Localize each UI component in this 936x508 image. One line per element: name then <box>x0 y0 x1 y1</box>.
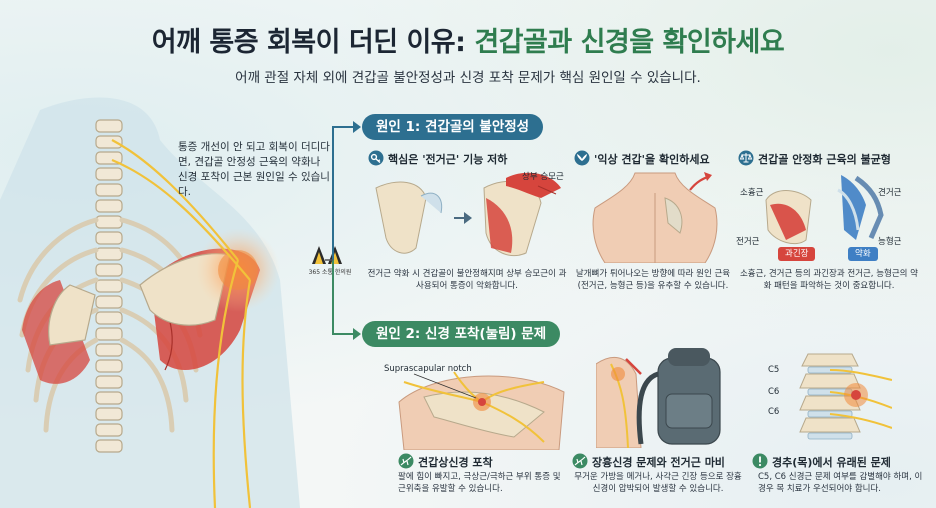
cause2-header: 원인 2: 신경 포착(눌림) 문제 <box>362 321 561 347</box>
key-icon <box>368 150 384 166</box>
balance-scale-icon <box>738 150 754 166</box>
cause2-panel2-title: 장흉신경 문제와 전거근 마비 <box>572 453 725 470</box>
rhomboid-label: 능형근 <box>878 237 902 247</box>
page-title: 어깨 통증 회복이 더딘 이유: 견갑골과 신경을 확인하세요 <box>151 27 785 58</box>
c6-label-lower: C6 <box>768 407 780 417</box>
levator-scapulae-label: 견거근 <box>878 188 902 198</box>
backpack-nerve-illustration <box>596 348 721 448</box>
c5-label: C5 <box>768 365 780 375</box>
back-skeleton-illustration <box>0 97 300 508</box>
overactive-badge: 과긴장 <box>778 247 816 261</box>
serratus-anterior-illustration <box>375 172 561 257</box>
page-subtitle: 어깨 관절 자체 외에 견갑골 불안정성과 신경 포착 문제가 핵심 원인일 수… <box>235 70 701 86</box>
neck-warning-icon <box>752 453 768 469</box>
weak-badge: 약화 <box>848 247 878 261</box>
cause2-panel3-caption: C5, C6 신경근 문제 여부를 감별해야 하며, 이 경우 목 치료가 우선… <box>758 472 923 494</box>
branch-connector <box>325 121 361 340</box>
clinic-logo-text: 365 소통 한의원 <box>308 269 352 276</box>
cause2-panel2-caption: 무거운 가방을 메거나, 사각근 긴장 등으로 장흉신경이 압박되어 발생할 수… <box>574 472 742 494</box>
cause2-panel3-title: 경추(목)에서 유래된 문제 <box>752 453 891 470</box>
pectoralis-minor-label: 소흉근 <box>740 188 764 198</box>
cause1-panel2-title: '익상 견갑'을 확인하세요 <box>574 150 710 167</box>
cause1-panel2-caption: 날개뼈가 튀어나오는 방향에 따라 원인 근육(전거근, 능형근 등)을 유추할… <box>575 269 731 291</box>
c6-label-upper: C6 <box>768 387 780 397</box>
suprascapular-notch-label: Suprascapular notch <box>384 364 472 374</box>
nerve-icon <box>398 453 414 469</box>
cause1-panel1-title: 핵심은 '전거근' 기능 저하 <box>368 150 507 167</box>
upper-trapezius-label: 상부 승모근 <box>522 172 564 182</box>
cause1-panel1-caption: 전거근 약화 시 견갑골이 불안정해지며 상부 승모근이 과사용되어 통증이 악… <box>367 269 567 291</box>
serratus-anterior-label: 전거근 <box>736 237 760 247</box>
winged-scapula-illustration <box>592 172 718 263</box>
suprascapular-nerve-illustration <box>398 371 565 450</box>
nerve-icon <box>572 453 588 469</box>
intro-note: 통증 개선이 안 되고 회복이 더디다면, 견갑골 안정성 근육의 약화나 신경… <box>178 141 330 198</box>
cause1-header: 원인 1: 견갑골의 불안정성 <box>362 114 544 140</box>
cervical-spine-illustration <box>799 353 892 440</box>
wings-icon <box>574 150 590 166</box>
muscle-imbalance-illustration <box>765 175 884 245</box>
cause1-panel3-caption: 소흉근, 견거근 등의 과긴장과 전거근, 능형근의 약화 패턴을 파악하는 것… <box>739 269 919 291</box>
cause2-panel1-caption: 팔에 힘이 빠지고, 극상근/극하근 부위 통증 및 근위축을 유발할 수 있습… <box>398 472 561 494</box>
cause1-panel3-title: 견갑골 안정화 근육의 불균형 <box>738 150 891 167</box>
cause2-panel1-title: 견갑상신경 포착 <box>398 453 493 470</box>
